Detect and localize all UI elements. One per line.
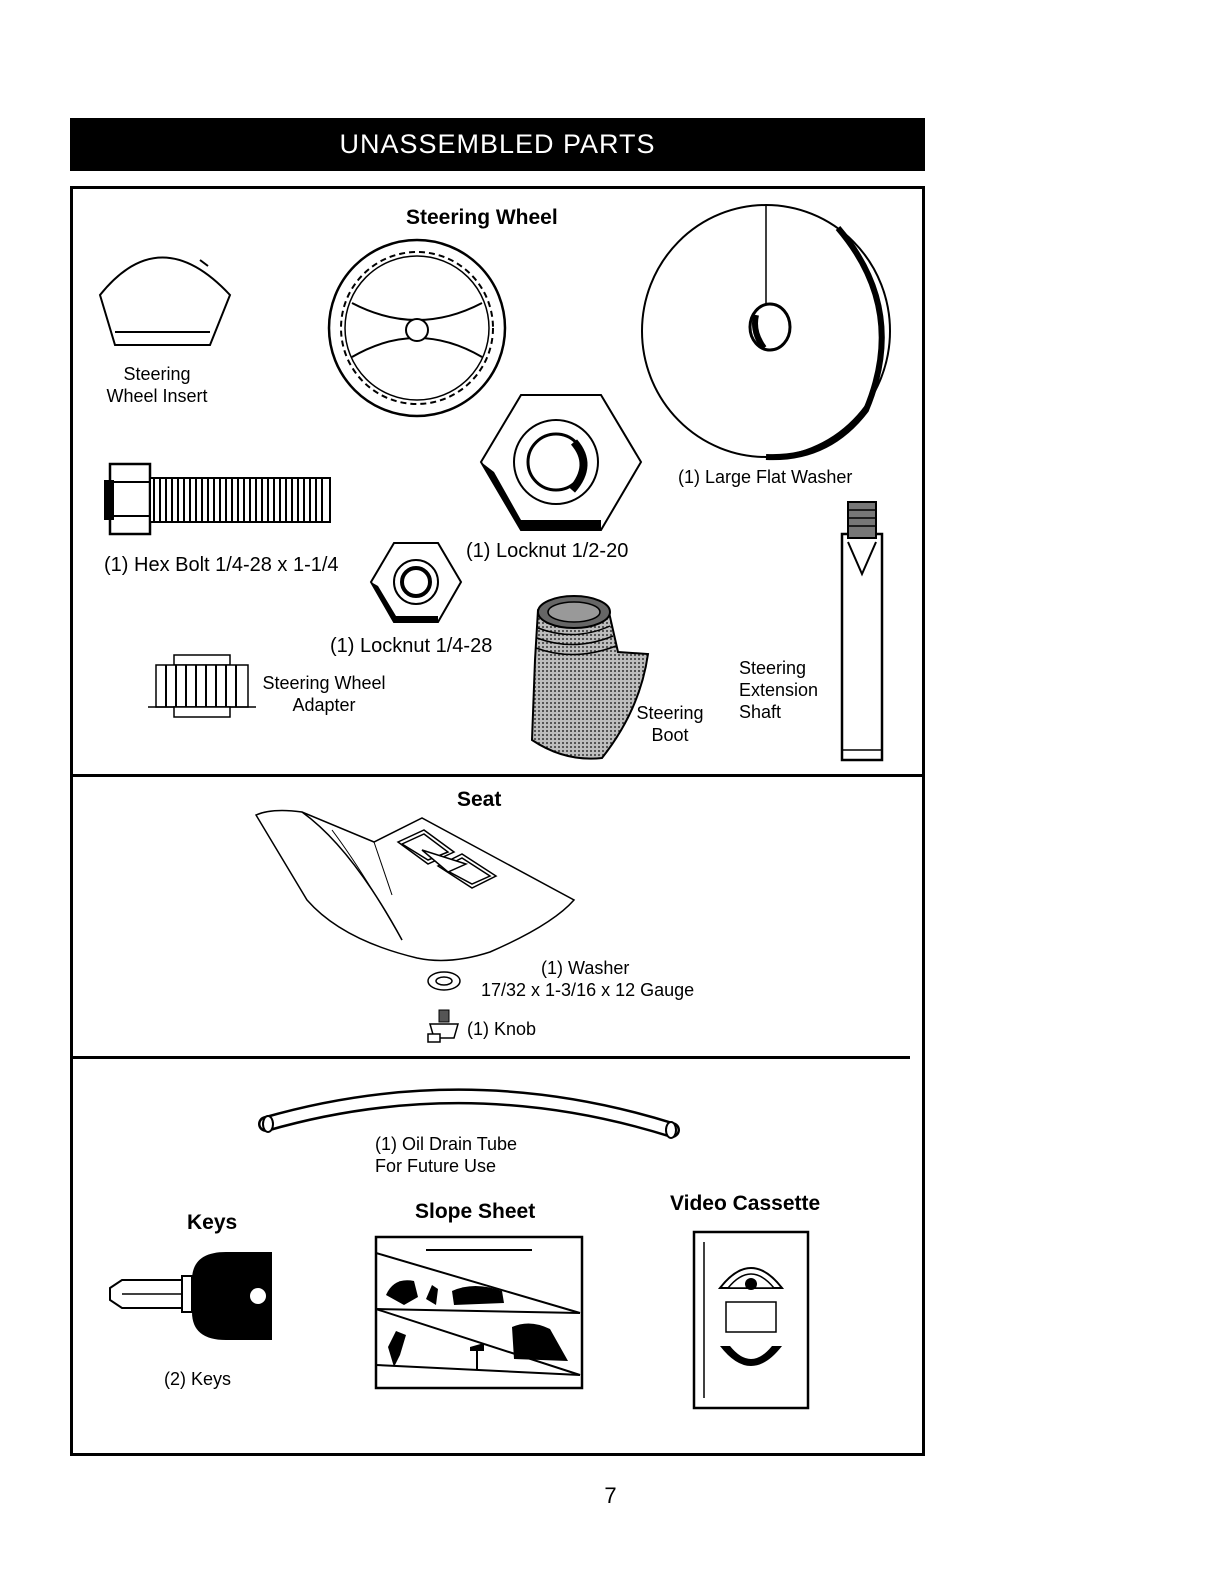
steering-wheel-insert-label-line2: Wheel Insert — [106, 386, 208, 406]
washer-label-line2: 17/32 x 1-3/16 x 12 Gauge — [481, 980, 695, 1000]
large-flat-washer-label: (1) Large Flat Washer — [678, 467, 853, 487]
washer-label-line1: (1) Washer — [541, 958, 630, 978]
knob-label: (1) Knob — [467, 1019, 537, 1039]
key-icon — [109, 1252, 272, 1340]
oil-drain-tube-label-line2: For Future Use — [375, 1156, 497, 1176]
oil-drain-tube-label: (1) Oil Drain Tube For Future Use — [375, 1133, 517, 1177]
hex-bolt-label: (1) Hex Bolt 1/4-28 x 1-1/4 — [104, 554, 339, 576]
slope-sheet-icon — [374, 1235, 584, 1390]
locknut-quarter-icon — [369, 542, 463, 623]
washer-label: (1) Washer 17/32 x 1-3/16 x 12 Gauge — [481, 957, 694, 1001]
locknut-quarter-label: (1) Locknut 1/4-28 — [330, 635, 493, 657]
page-number: 7 — [604, 1483, 617, 1508]
steering-boot-label-line2: Boot — [651, 725, 689, 745]
seat-title: Seat — [457, 788, 502, 811]
oil-drain-tube-icon — [258, 1088, 680, 1139]
steering-boot-icon — [530, 595, 650, 760]
hex-bolt-icon — [104, 462, 331, 536]
knob-icon — [427, 1009, 459, 1043]
washer-icon — [427, 971, 461, 991]
steering-wheel-insert-icon — [98, 256, 232, 346]
steering-extension-shaft-label: Steering Extension Shaft — [739, 657, 818, 723]
video-cassette-title: Video Cassette — [670, 1192, 821, 1215]
oil-drain-tube-label-line1: (1) Oil Drain Tube — [375, 1134, 518, 1154]
steering-wheel-adapter-label-line1: Steering Wheel — [262, 673, 386, 693]
steering-boot-label-line1: Steering — [636, 703, 704, 723]
steering-boot-label: Steering Boot — [624, 702, 716, 746]
steering-wheel-adapter-label-line2: Adapter — [292, 695, 356, 715]
divider-seat-misc — [72, 1056, 910, 1059]
divider-steering-seat — [72, 774, 923, 777]
steering-wheel-insert-label: Steering Wheel Insert — [92, 363, 222, 407]
steering-wheel-icon — [327, 238, 507, 418]
steering-extension-shaft-label-line3: Shaft — [739, 702, 782, 722]
steering-wheel-insert-label-line1: Steering — [123, 364, 191, 384]
section-header: UNASSEMBLED PARTS — [70, 118, 925, 171]
slope-sheet-title: Slope Sheet — [415, 1200, 536, 1223]
large-flat-washer-icon — [641, 204, 891, 461]
video-cassette-icon — [692, 1230, 810, 1410]
keys-label: (2) Keys — [164, 1369, 232, 1389]
locknut-half-label: (1) Locknut 1/2-20 — [466, 540, 629, 562]
locknut-half-icon — [479, 394, 643, 531]
keys-title: Keys — [187, 1211, 238, 1234]
steering-extension-shaft-label-line1: Steering — [739, 658, 807, 678]
steering-wheel-title: Steering Wheel — [406, 206, 558, 229]
steering-extension-shaft-label-line2: Extension — [739, 680, 819, 700]
parts-frame — [70, 186, 925, 1456]
steering-wheel-adapter-icon — [148, 654, 256, 718]
seat-icon — [254, 809, 576, 962]
steering-extension-shaft-icon — [840, 501, 884, 762]
steering-wheel-adapter-label: Steering Wheel Adapter — [254, 672, 394, 716]
